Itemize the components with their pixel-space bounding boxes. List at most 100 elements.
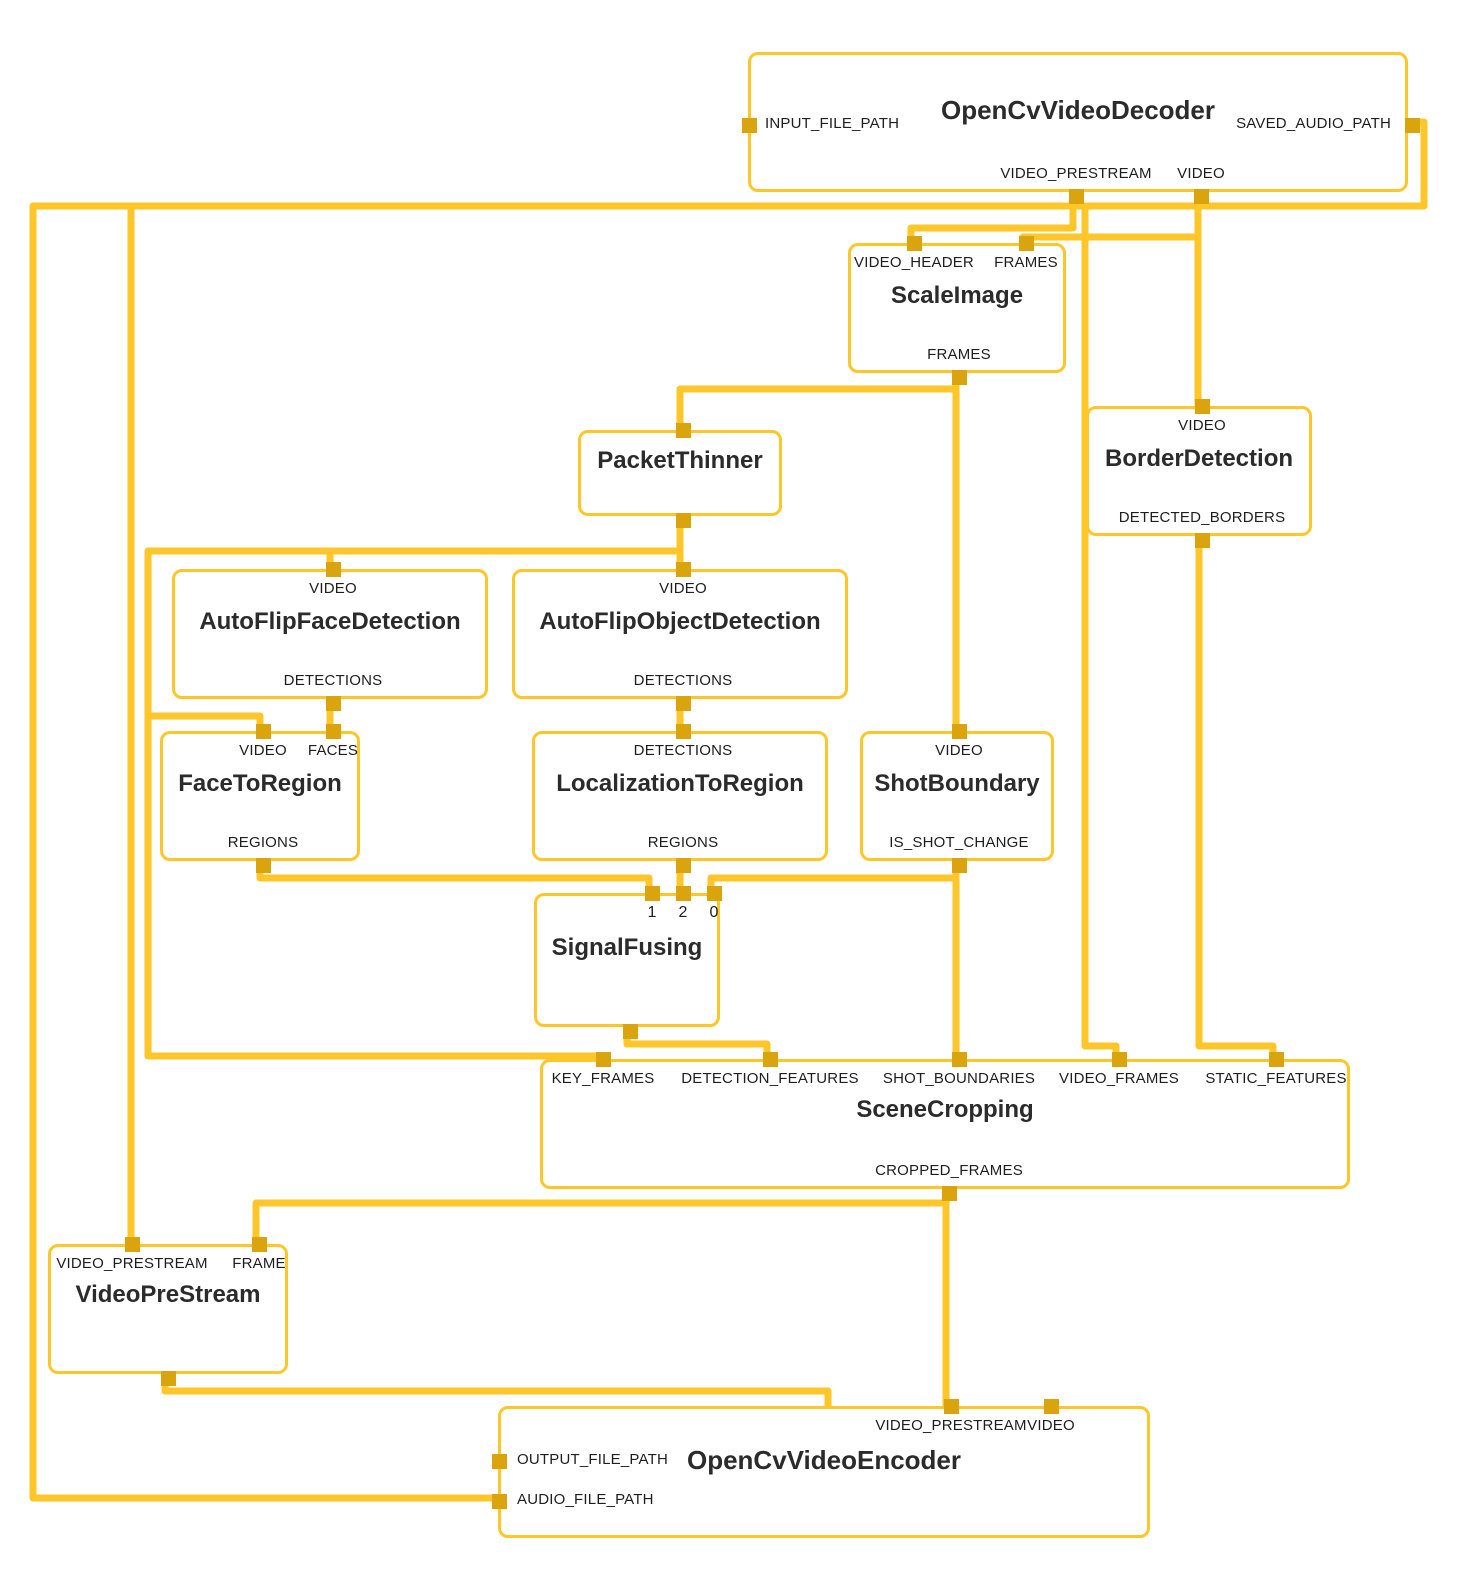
input-port-input-file-path[interactable] (742, 118, 757, 133)
port-label-1: 1 (647, 904, 657, 921)
port-label-video: VIDEO (239, 742, 287, 759)
node-title: LocalizationToRegion (556, 770, 804, 797)
input-port-frame[interactable] (252, 1237, 267, 1252)
port-label-faces: FACES (307, 742, 359, 759)
port-label-video: VIDEO (935, 742, 983, 759)
port-label-saved-audio-path: SAVED_AUDIO_PATH (1236, 115, 1391, 132)
node-title: OpenCvVideoEncoder (686, 1445, 962, 1475)
port-label-video-prestream: VIDEO_PRESTREAM (1000, 165, 1152, 182)
port-label-2: 2 (678, 904, 688, 921)
input-port-audio-file-path[interactable] (492, 1494, 507, 1509)
input-port-video-frames[interactable] (1112, 1052, 1127, 1067)
input-port-frames[interactable] (1019, 236, 1034, 251)
edge-video-to-scaleimage-frames (1019, 192, 1202, 243)
port-label-video: VIDEO (1027, 1417, 1075, 1434)
node-scenecropping[interactable]: SceneCropping KEY_FRAMES DETECTION_FEATURE… (540, 1052, 1350, 1201)
output-port[interactable] (161, 1371, 176, 1386)
edge-videoprestream-to-encoder-prestream (161, 1374, 832, 1406)
edge-scaleimage-to-facetoregion-video (148, 712, 264, 731)
input-port-key-frames[interactable] (596, 1052, 611, 1067)
port-label-detected-borders: DETECTED_BORDERS (1118, 509, 1286, 526)
port-label-video: VIDEO (659, 580, 707, 597)
output-port[interactable] (623, 1024, 638, 1039)
edge-video-prestream-to-scaleimage-header (907, 192, 1077, 243)
input-port[interactable] (676, 423, 691, 438)
port-label-key-frames: KEY_FRAMES (551, 1070, 655, 1087)
output-port-regions[interactable] (256, 858, 271, 873)
output-port-saved-audio-path[interactable] (1405, 118, 1420, 133)
edge-scaleimage-to-packetthinner (676, 385, 956, 430)
output-port-detected-borders[interactable] (1195, 533, 1210, 548)
input-port-video[interactable] (1044, 1399, 1059, 1414)
port-label-detection-features: DETECTION_FEATURES (681, 1070, 859, 1087)
node-title: ScaleImage (890, 282, 1024, 309)
node-title: AutoFlipObjectDetection (539, 608, 821, 635)
input-port-video[interactable] (676, 562, 691, 577)
input-port-1[interactable] (645, 886, 660, 901)
port-label-detections: DETECTIONS (633, 672, 733, 689)
input-port-video-prestream[interactable] (944, 1399, 959, 1414)
input-port-video[interactable] (256, 724, 271, 739)
node-title: BorderDetection (1104, 445, 1294, 472)
input-port-video-prestream[interactable] (125, 1237, 140, 1252)
port-label-video-prestream: VIDEO_PRESTREAM (875, 1417, 1027, 1434)
port-label-static-features: STATIC_FEATURES (1205, 1070, 1347, 1087)
node-autoflipobjectdetection[interactable]: AutoFlipObjectDetection VIDEO DETECTIONS (512, 562, 848, 711)
output-port-is-shot-change[interactable] (952, 858, 967, 873)
port-label-video-frames: VIDEO_FRAMES (1059, 1070, 1179, 1087)
output-port-cropped-frames[interactable] (942, 1186, 957, 1201)
port-label-video-header: VIDEO_HEADER (854, 254, 974, 271)
edge-video-to-scenecropping-video-frames (1081, 206, 1120, 1059)
input-port-2[interactable] (676, 886, 691, 901)
port-label-0: 0 (709, 904, 719, 921)
edge-shotboundary-to-signalfusing-0 (707, 874, 956, 893)
output-port[interactable] (676, 513, 691, 528)
input-port-faces[interactable] (326, 724, 341, 739)
port-label-video-prestream: VIDEO_PRESTREAM (56, 1255, 208, 1272)
port-label-shot-boundaries: SHOT_BOUNDARIES (882, 1070, 1036, 1087)
input-port-shot-boundaries[interactable] (952, 1052, 967, 1067)
node-title: SceneCropping (856, 1096, 1034, 1123)
input-port-video-header[interactable] (907, 236, 922, 251)
port-label-detections: DETECTIONS (283, 672, 383, 689)
input-port-video[interactable] (1195, 399, 1210, 414)
output-port-video[interactable] (1194, 189, 1209, 204)
edge-cropped-frames-to-videoprestream-frame (252, 1199, 946, 1244)
input-port-video[interactable] (952, 724, 967, 739)
output-port-detections[interactable] (676, 696, 691, 711)
input-port-output-file-path[interactable] (492, 1454, 507, 1469)
input-port-static-features[interactable] (1269, 1052, 1284, 1067)
node-title: PacketThinner (597, 447, 763, 474)
output-port-frames[interactable] (952, 370, 967, 385)
input-port-detection-features[interactable] (763, 1052, 778, 1067)
port-label-cropped-frames: CROPPED_FRAMES (875, 1162, 1023, 1179)
input-port-detections[interactable] (676, 724, 691, 739)
port-label-output-file-path: OUTPUT_FILE_PATH (517, 1451, 669, 1468)
node-packetthinner[interactable]: PacketThinner (578, 423, 782, 528)
output-port-video-prestream[interactable] (1069, 189, 1084, 204)
node-title: OpenCvVideoDecoder (940, 95, 1216, 125)
port-label-detections: DETECTIONS (633, 742, 733, 759)
node-title: VideoPreStream (75, 1281, 261, 1308)
port-label-input-file-path: INPUT_FILE_PATH (765, 115, 900, 132)
output-port-detections[interactable] (326, 696, 341, 711)
node-title: AutoFlipFaceDetection (199, 608, 461, 635)
input-port-video[interactable] (326, 562, 341, 577)
node-title: FaceToRegion (178, 770, 342, 797)
port-label-audio-file-path: AUDIO_FILE_PATH (517, 1491, 654, 1508)
port-label-frames: FRAMES (994, 254, 1058, 271)
input-port-0[interactable] (707, 886, 722, 901)
node-signalfusing[interactable]: SignalFusing 1 2 0 (534, 886, 722, 1039)
node-title: SignalFusing (551, 934, 703, 961)
output-port-regions[interactable] (676, 858, 691, 873)
